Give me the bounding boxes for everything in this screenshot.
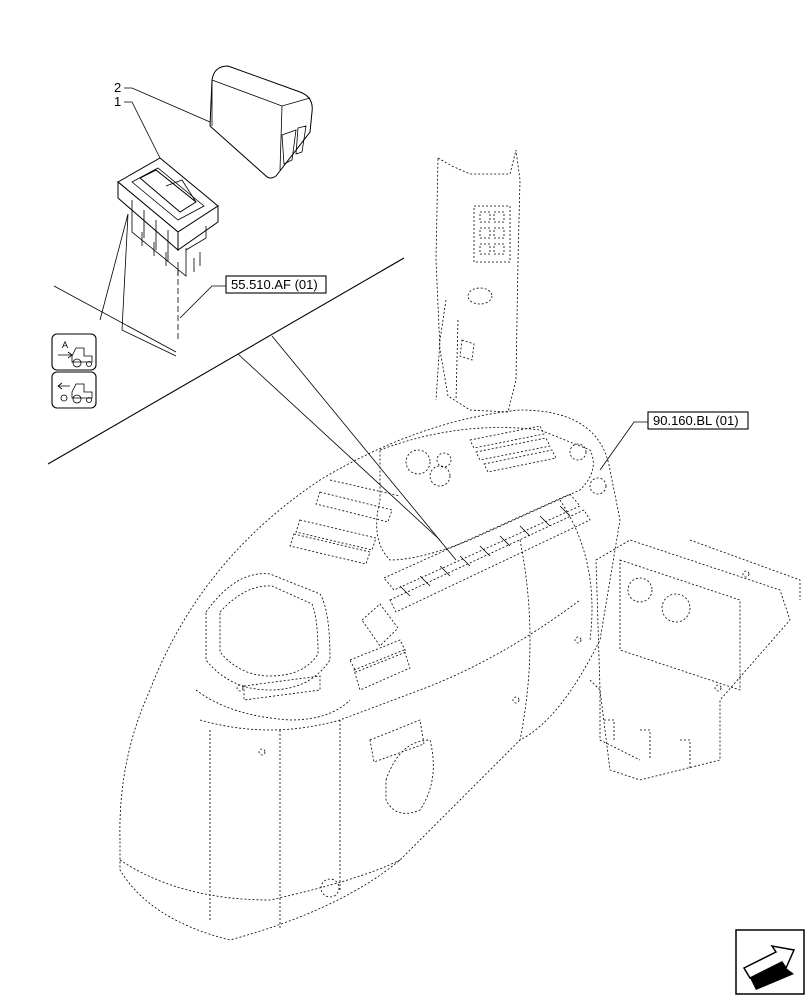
fender-console-assembly	[119, 149, 801, 941]
symbol-letter: A	[62, 340, 68, 350]
rocker-switch	[117, 157, 219, 277]
reference-box-console[interactable]: 90.160.BL (01)	[647, 411, 749, 430]
switch-cover	[209, 65, 313, 179]
console-leader-lines	[47, 257, 457, 561]
callout-2: 2	[114, 80, 121, 95]
tractor-forward-icon	[58, 347, 93, 368]
reference-label-console: 90.160.BL (01)	[653, 413, 739, 428]
reference-label-switch: 55.510.AF (01)	[231, 277, 318, 292]
reference-box-switch[interactable]: 55.510.AF (01)	[225, 275, 327, 294]
next-page-arrow-icon[interactable]	[735, 929, 805, 995]
console-reference-leader	[599, 421, 648, 471]
switch-location-lines	[53, 213, 226, 357]
tractor-reverse-icon	[57, 382, 93, 404]
symbol-decal-bottom	[51, 371, 97, 409]
callout-leaders: 2 1	[114, 80, 211, 159]
callout-1: 1	[114, 94, 121, 109]
symbol-decal-top: A	[51, 333, 97, 371]
